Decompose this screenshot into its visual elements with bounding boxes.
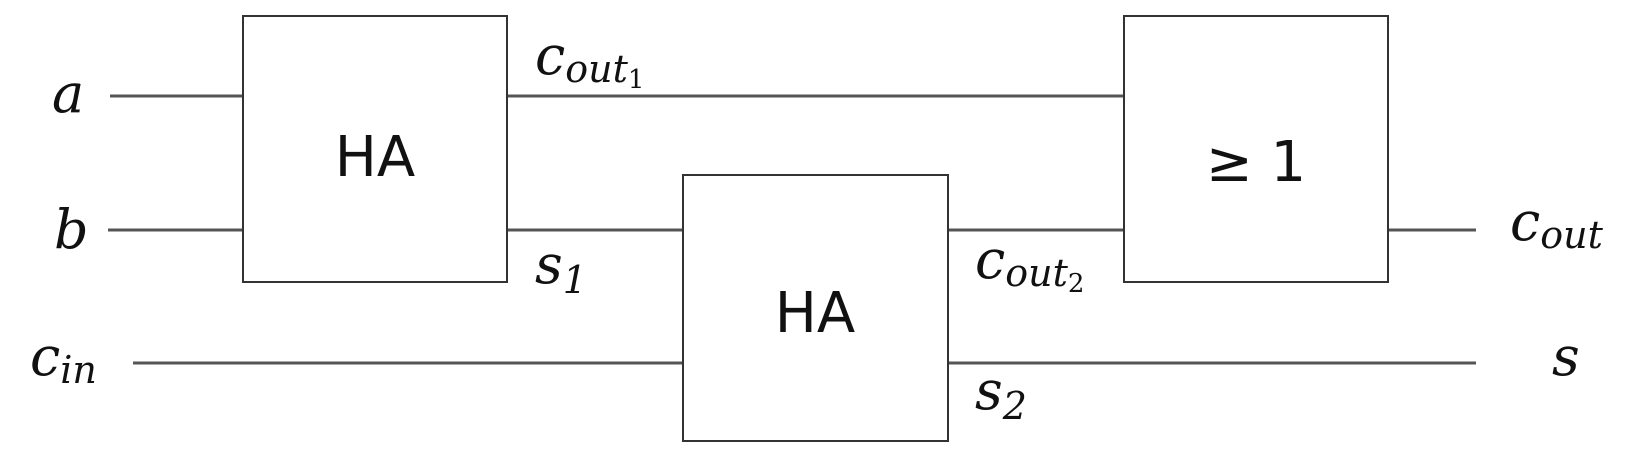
output-label-cout: cout (1510, 190, 1604, 257)
or-gate: ≥ 1 (1123, 15, 1389, 283)
or-gate-box (1123, 15, 1389, 283)
half-adder-2-box (682, 174, 949, 442)
wires (108, 94, 1476, 365)
output-label-s: s (1552, 325, 1580, 388)
half-adder-1: HA (242, 15, 508, 283)
signal-label-s1: s1 (535, 233, 587, 302)
half-adder-1-box (242, 15, 508, 283)
half-adder-2: HA (682, 174, 949, 442)
or-gate-label: ≥ 1 (1206, 130, 1306, 195)
input-label-b: b (54, 198, 89, 261)
half-adder-2-label: HA (775, 281, 855, 346)
signal-label-cout2: cout2 (975, 228, 1084, 299)
signal-label-cout1: cout1 (535, 24, 644, 95)
input-label-cin: cin (30, 325, 97, 392)
signal-label-s2: s2 (975, 359, 1027, 428)
input-label-a: a (52, 62, 84, 125)
half-adder-1-label: HA (335, 125, 415, 190)
